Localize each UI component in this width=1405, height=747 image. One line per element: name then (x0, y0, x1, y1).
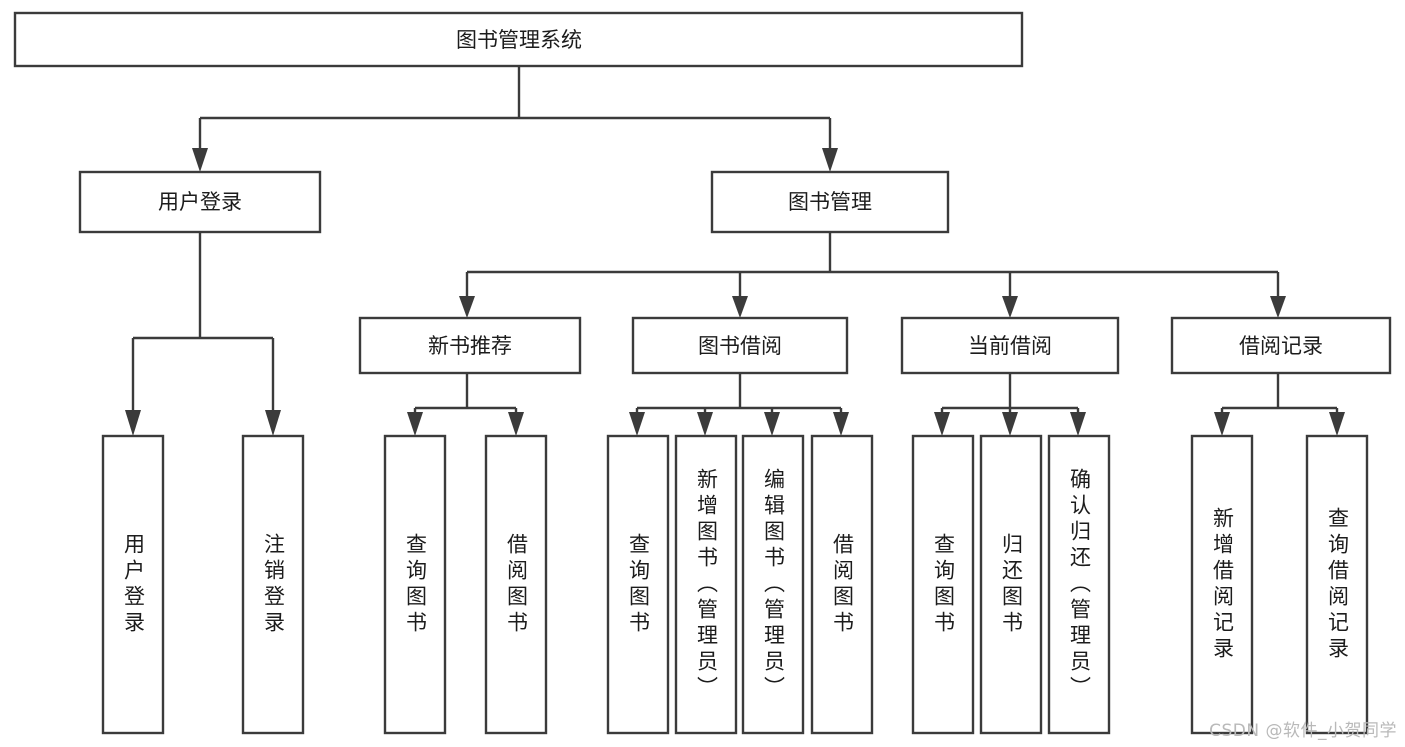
leaf-box-current-borrow-3[interactable] (1047, 434, 1111, 735)
node-user-login-box[interactable] (78, 170, 322, 234)
leaf-box-book-borrow-3[interactable] (741, 434, 805, 735)
arrow-newbook-leaf-1 (407, 412, 423, 436)
arrow-borrowrecord-leaf-2 (1329, 412, 1345, 436)
arrow-userlogin-leaf-1 (125, 410, 141, 436)
arrow-to-borrow-record (1270, 296, 1286, 318)
arrow-to-new-book (459, 296, 475, 318)
node-new-book-recommend-box[interactable] (358, 316, 582, 375)
arrow-to-book-manage (822, 148, 838, 172)
leaf-box-current-borrow-1[interactable] (911, 434, 975, 735)
leaf-box-user-login-2[interactable] (241, 434, 305, 735)
arrow-borrowrecord-leaf-1 (1214, 412, 1230, 436)
node-root-box[interactable] (13, 11, 1024, 68)
csdn-watermark: CSDN @软件_小贺同学 (1209, 721, 1397, 741)
arrow-bookborrow-leaf-2 (697, 412, 713, 436)
leaf-box-new-book-1[interactable] (383, 434, 447, 735)
leaf-box-book-borrow-1[interactable] (606, 434, 670, 735)
connectors-layer (125, 66, 1345, 436)
node-new-book-recommend-label: 新书推荐 (428, 334, 512, 358)
node-root-label: 图书管理系统 (456, 28, 582, 52)
node-book-borrow-label: 图书借阅 (698, 334, 782, 358)
node-book-manage-box[interactable] (710, 170, 950, 234)
arrow-to-user-login (192, 148, 208, 172)
leaf-box-new-book-2[interactable] (484, 434, 548, 735)
node-current-borrow-box[interactable] (900, 316, 1120, 375)
arrow-to-book-borrow (732, 296, 748, 318)
leaf-box-book-borrow-4[interactable] (810, 434, 874, 735)
nodes-layer: 图书管理系统 用户登录 图书管理 新书推荐 图书借阅 当前借阅 借阅记录 (13, 11, 1392, 735)
node-current-borrow-label: 当前借阅 (968, 334, 1052, 358)
node-borrow-record-label: 借阅记录 (1239, 334, 1323, 358)
leaf-box-current-borrow-2[interactable] (979, 434, 1043, 735)
arrow-bookborrow-leaf-4 (833, 412, 849, 436)
arrow-bookborrow-leaf-3 (764, 412, 780, 436)
leaf-box-borrow-record-2[interactable] (1305, 434, 1369, 735)
node-borrow-record-box[interactable] (1170, 316, 1392, 375)
leaf-box-user-login-1[interactable] (101, 434, 165, 735)
arrow-currentborrow-leaf-2 (1002, 412, 1018, 436)
arrow-bookborrow-leaf-1 (629, 412, 645, 436)
arrow-to-current-borrow (1002, 296, 1018, 318)
node-book-borrow-box[interactable] (631, 316, 849, 375)
node-book-manage-label: 图书管理 (788, 190, 872, 214)
leaf-box-borrow-record-1[interactable] (1190, 434, 1254, 735)
arrow-currentborrow-leaf-1 (934, 412, 950, 436)
arrow-userlogin-leaf-2 (265, 410, 281, 436)
arrow-currentborrow-leaf-3 (1070, 412, 1086, 436)
leaf-box-book-borrow-2[interactable] (674, 434, 738, 735)
arrow-newbook-leaf-2 (508, 412, 524, 436)
node-user-login-label: 用户登录 (158, 190, 242, 214)
